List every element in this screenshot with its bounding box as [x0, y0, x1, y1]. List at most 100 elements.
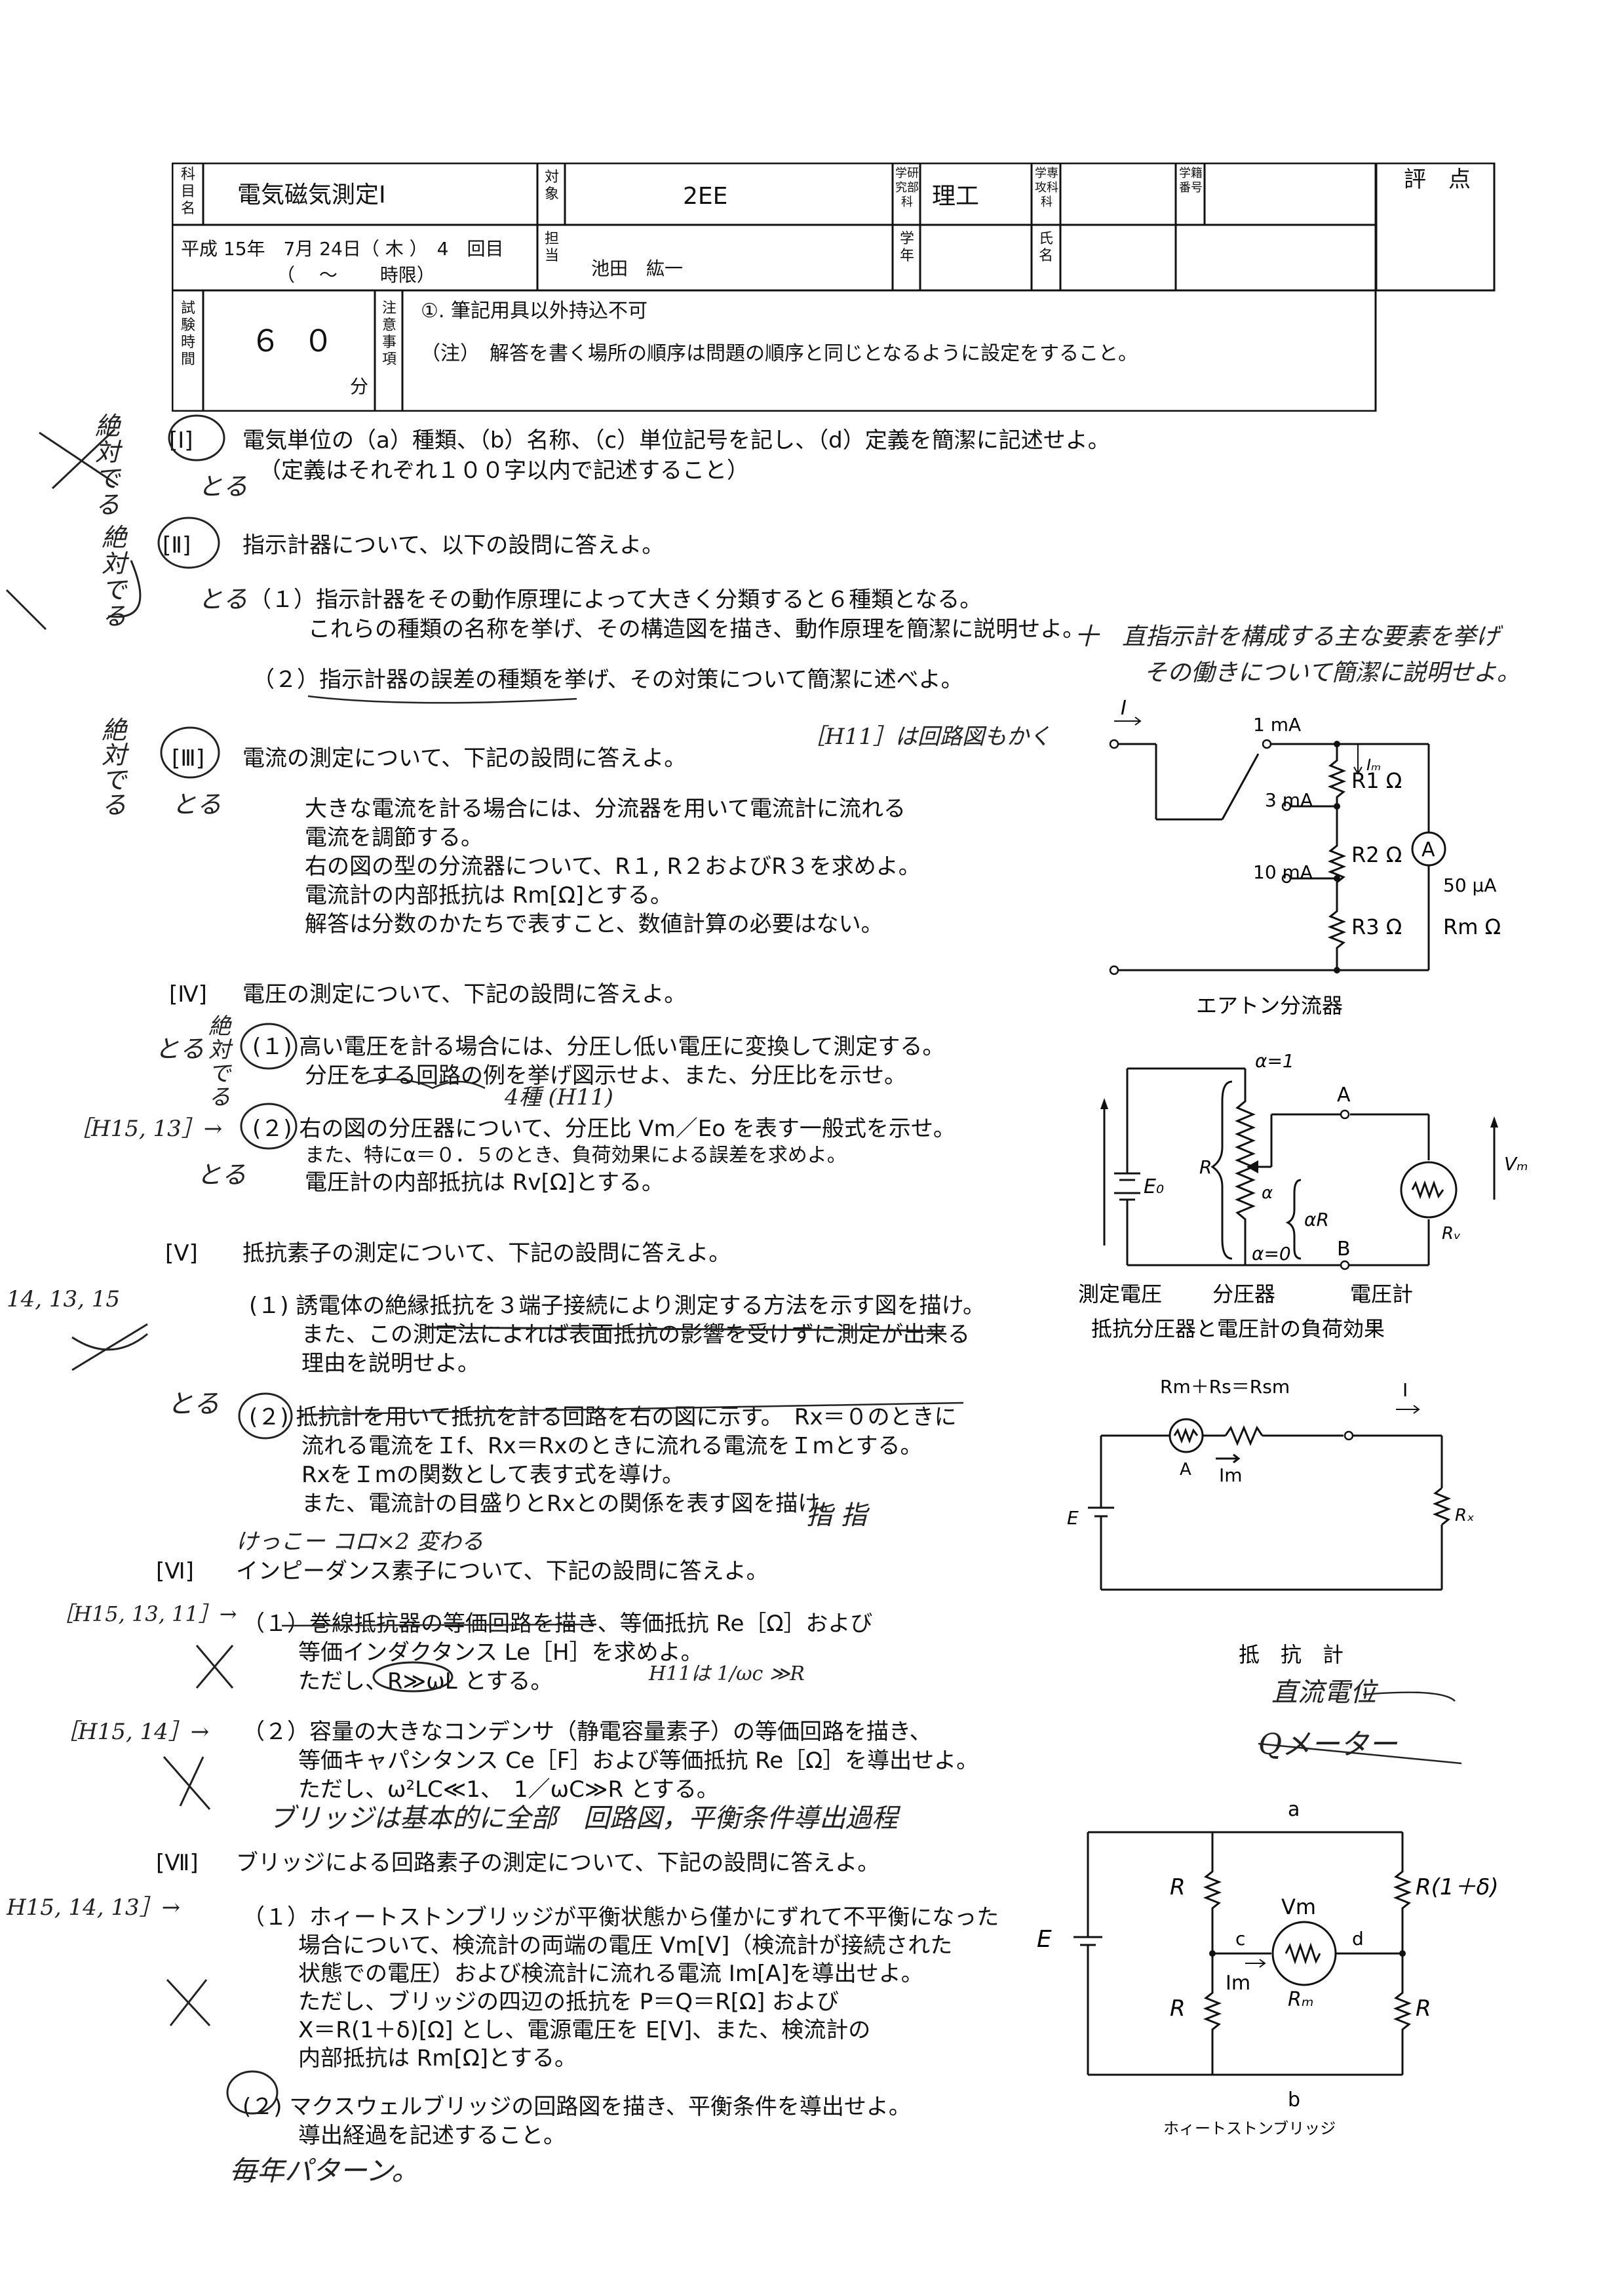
q2-number: [Ⅱ] [163, 532, 191, 559]
note-dc-potential: 直流電位 [1271, 1677, 1376, 1708]
wheatstone-c: c [1235, 1928, 1245, 1950]
note-h15-14: ［H15, 14］→ [56, 1719, 210, 1745]
q6-s1-line3: ただし、R≫ωL とする。 [298, 1668, 553, 1695]
note-take-1: とる [198, 472, 248, 501]
note-4-types: 4種 (H11) [505, 1084, 613, 1110]
q6-s2-line2: 等価キャパシタンス Ce［F］および等価抵抗 Re［Ω］を導出せよ。 [298, 1748, 979, 1774]
wheatstone-a: a [1288, 1798, 1300, 1821]
note-14-13-15: 14, 13, 15 [7, 1286, 121, 1312]
note-q-meter: Qメーター [1258, 1728, 1398, 1761]
wheatstone-R-bl: R [1170, 1995, 1186, 2022]
wheatstone-R-tl: R [1170, 1874, 1186, 1900]
note-absolutely-4: 絶対でる [208, 1013, 231, 1110]
q2-s1-line2: これらの種類の名称を挙げ、その構造図を描き、動作原理を簡潔に説明せよ。 [308, 616, 1085, 642]
ayrton-rm: Rm Ω [1443, 914, 1501, 939]
name-label: 氏名 [1038, 231, 1053, 264]
q3-line2: 電流を調節する。 [305, 825, 483, 851]
q7-s2-line1: (２) マクスウェルブリッジの回路図を描き、平衡条件を導出せよ。 [242, 2094, 911, 2120]
date-text: 平成 15年 7月 24日（ 木 ） 4 回目 [181, 238, 504, 260]
ohmmeter-E: E [1067, 1507, 1079, 1529]
note-absolutely-2: 絶対でる [102, 523, 127, 631]
q7-s1-line5: X＝R(1＋δ)[Ω] とし、電源電圧を E[V]、また、検流計の [298, 2017, 871, 2043]
divider-alphaR: αR [1304, 1209, 1329, 1230]
q6-title: インピーダンス素子について、下記の設問に答えよ。 [236, 1558, 769, 1584]
ayrton-shunt-figure: I 1 mA 3 mA 10 mA R1 Ω R2 Ω R3 Ω A Iₘ 50… [1109, 697, 1501, 1018]
note-2: （注） 解答を書く場所の順序は問題の順序と同じとなるように設定をすること。 [421, 342, 1138, 365]
divider-label-voltmeter: 電圧計 [1350, 1282, 1413, 1306]
subject-value: 電気磁気測定Ⅰ [237, 182, 386, 208]
divider-E0: E₀ [1144, 1175, 1164, 1198]
exam-time-unit: 分 [350, 376, 369, 397]
q5-title: 抵抗素子の測定について、下記の設問に答えよ。 [242, 1240, 731, 1266]
ayrton-caption: エアトン分流器 [1196, 993, 1343, 1018]
note-h15-14-13: H15, 14, 13］→ [7, 1894, 181, 1921]
q5-s1-line2: また、この測定法によれば表面抵抗の影響を受けずに測定が出来る [301, 1322, 970, 1348]
divider-Rv: Rᵥ [1442, 1224, 1461, 1244]
wheatstone-d: d [1352, 1928, 1364, 1950]
q5-s2-line4: また、電流計の目盛りとRxとの関係を表す図を描け。 [301, 1491, 841, 1517]
note-take-4: とる [155, 1034, 205, 1063]
q6-s1-line1: （１）巻線抵抗器の等価回路を描き、等価抵抗 Re［Ω］および [242, 1611, 873, 1637]
wheatstone-Rm: Rₘ [1288, 1988, 1314, 2011]
q7-s1-line3: 状態での電圧）および検流計に流れる電流 Im[A]を導出せよ。 [298, 1961, 923, 1987]
q5-s2-line3: RxをＩmの関数として表す式を導け。 [301, 1462, 685, 1488]
q3-line3: 右の図の型の分流器について、R１, R２およびR３を求めよ。 [305, 853, 921, 880]
q7-s1-line4: ただし、ブリッジの四辺の抵抗を P＝Q＝R[Ω] および [298, 1989, 840, 2015]
q5-number: [Ⅴ] [165, 1240, 198, 1266]
note-meter-elements-2: その働きについて簡潔に説明せよ。 [1144, 659, 1520, 686]
note-every-year: 毎年パターン。 [229, 2155, 419, 2187]
note-often-changes: けっこー コロ×2 変わる [236, 1529, 484, 1555]
teacher-value: 池田 紘一 [591, 258, 684, 279]
ohmmeter-A: A [1180, 1460, 1191, 1480]
exam-time-label: 試験時間 [180, 300, 195, 368]
ohmmeter-caption: 抵 抗 計 [1239, 1642, 1344, 1667]
dept-label: 学研究部科 [895, 167, 919, 209]
q7-number: [Ⅶ] [156, 1850, 199, 1876]
note-take-2: とる [198, 585, 248, 614]
q7-s1-line6: 内部抵抗は Rm[Ω]とする。 [298, 2045, 577, 2071]
exam-time-value: ６ ０ [250, 323, 340, 359]
divider-figure: α=1 α=0 A B R α αR E₀ Vₘ Rᵥ 測定電圧 分圧器 電圧計… [1078, 1050, 1528, 1341]
wheatstone-R-tr: R(1＋δ) [1416, 1874, 1499, 1900]
q6-number: [Ⅵ] [156, 1558, 194, 1584]
student-no-label: 学籍番号 [1179, 167, 1203, 195]
target-label: 対象 [544, 169, 559, 203]
divider-caption: 抵抗分圧器と電圧計の負荷効果 [1091, 1316, 1385, 1341]
note-take-6: とる [167, 1389, 220, 1419]
note-take-3: とる [172, 790, 222, 819]
q5-s2-line2: 流れる電流をＩf、Rx＝Rxのときに流れる電流をＩmとする。 [301, 1433, 923, 1459]
teacher-label: 担当 [544, 231, 559, 264]
subject-label: 科目名 [180, 167, 195, 217]
q4-title: 電圧の測定について、下記の設問に答えよ。 [242, 981, 687, 1008]
divider-label-divider: 分圧器 [1212, 1282, 1275, 1306]
time-period: （ ～ 時限） [277, 264, 435, 286]
note-finger: 指 指 [806, 1501, 867, 1531]
wheatstone-E: E [1037, 1926, 1052, 1953]
q7-s1-line2: 場合について、検流計の両端の電圧 Vm[V]（検流計が接続された [298, 1932, 953, 1959]
q7-title: ブリッジによる回路素子の測定について、下記の設問に答えよ。 [236, 1850, 880, 1876]
divider-A: A [1337, 1084, 1351, 1107]
q6-s2-line3: ただし、ω²LC≪1、 1／ωC≫R とする。 [298, 1776, 719, 1803]
q4-s2-line1: (２) 右の図の分圧器について、分圧比 Vm／Eo を表す一般式を示せ。 [252, 1116, 956, 1142]
note-h15-13: ［H15, 13］→ [69, 1116, 223, 1142]
ayrton-tap2: 3 mA [1265, 789, 1313, 811]
ayrton-tap1: 1 mA [1253, 714, 1301, 736]
note-1: ①. 筆記用具以外持込不可 [421, 300, 648, 323]
q2-title: 指示計器について、以下の設問に答えよ。 [242, 532, 665, 559]
ohmmeter-figure: Rm＋Rs＝Rsm I A Im E Rₓ 抵 抗 計 [1067, 1376, 1475, 1667]
divider-Vm: Vₘ [1504, 1153, 1528, 1175]
ammeter-icon: A [1421, 838, 1435, 861]
ohmmeter-Im: Im [1219, 1464, 1243, 1486]
q3-line5: 解答は分数のかたちで表すこと、数値計算の必要はない。 [305, 911, 883, 937]
ayrton-r1: R1 Ω [1351, 768, 1402, 793]
q2-s2: （２）指示計器の誤差の種類を挙げ、その対策について簡潔に述べよ。 [252, 667, 963, 693]
q6-s1-line2: 等価インダクタンス Le［H］を求めよ。 [298, 1639, 703, 1666]
q6-s2-line1: （２）容量の大きなコンデンサ（静電容量素子）の等価回路を描き、 [242, 1719, 932, 1745]
q1-line1: 電気単位の（a）種類、（b）名称、（c）単位記号を記し、（d）定義を簡潔に記述せ… [242, 427, 1110, 454]
q5-s2-line1: (２) 抵抗計を用いて抵抗を計る回路を右の図に示す。 Rx＝０のときに [249, 1404, 957, 1430]
ayrton-meter-current: 50 μA [1443, 874, 1497, 896]
q3-line4: 電流計の内部抵抗は Rm[Ω]とする。 [305, 882, 673, 909]
q7-s2-line2: 導出経過を記述すること。 [298, 2123, 566, 2149]
dept-value: 理工 [932, 183, 980, 210]
wheatstone-R-br: R [1416, 1995, 1431, 2022]
